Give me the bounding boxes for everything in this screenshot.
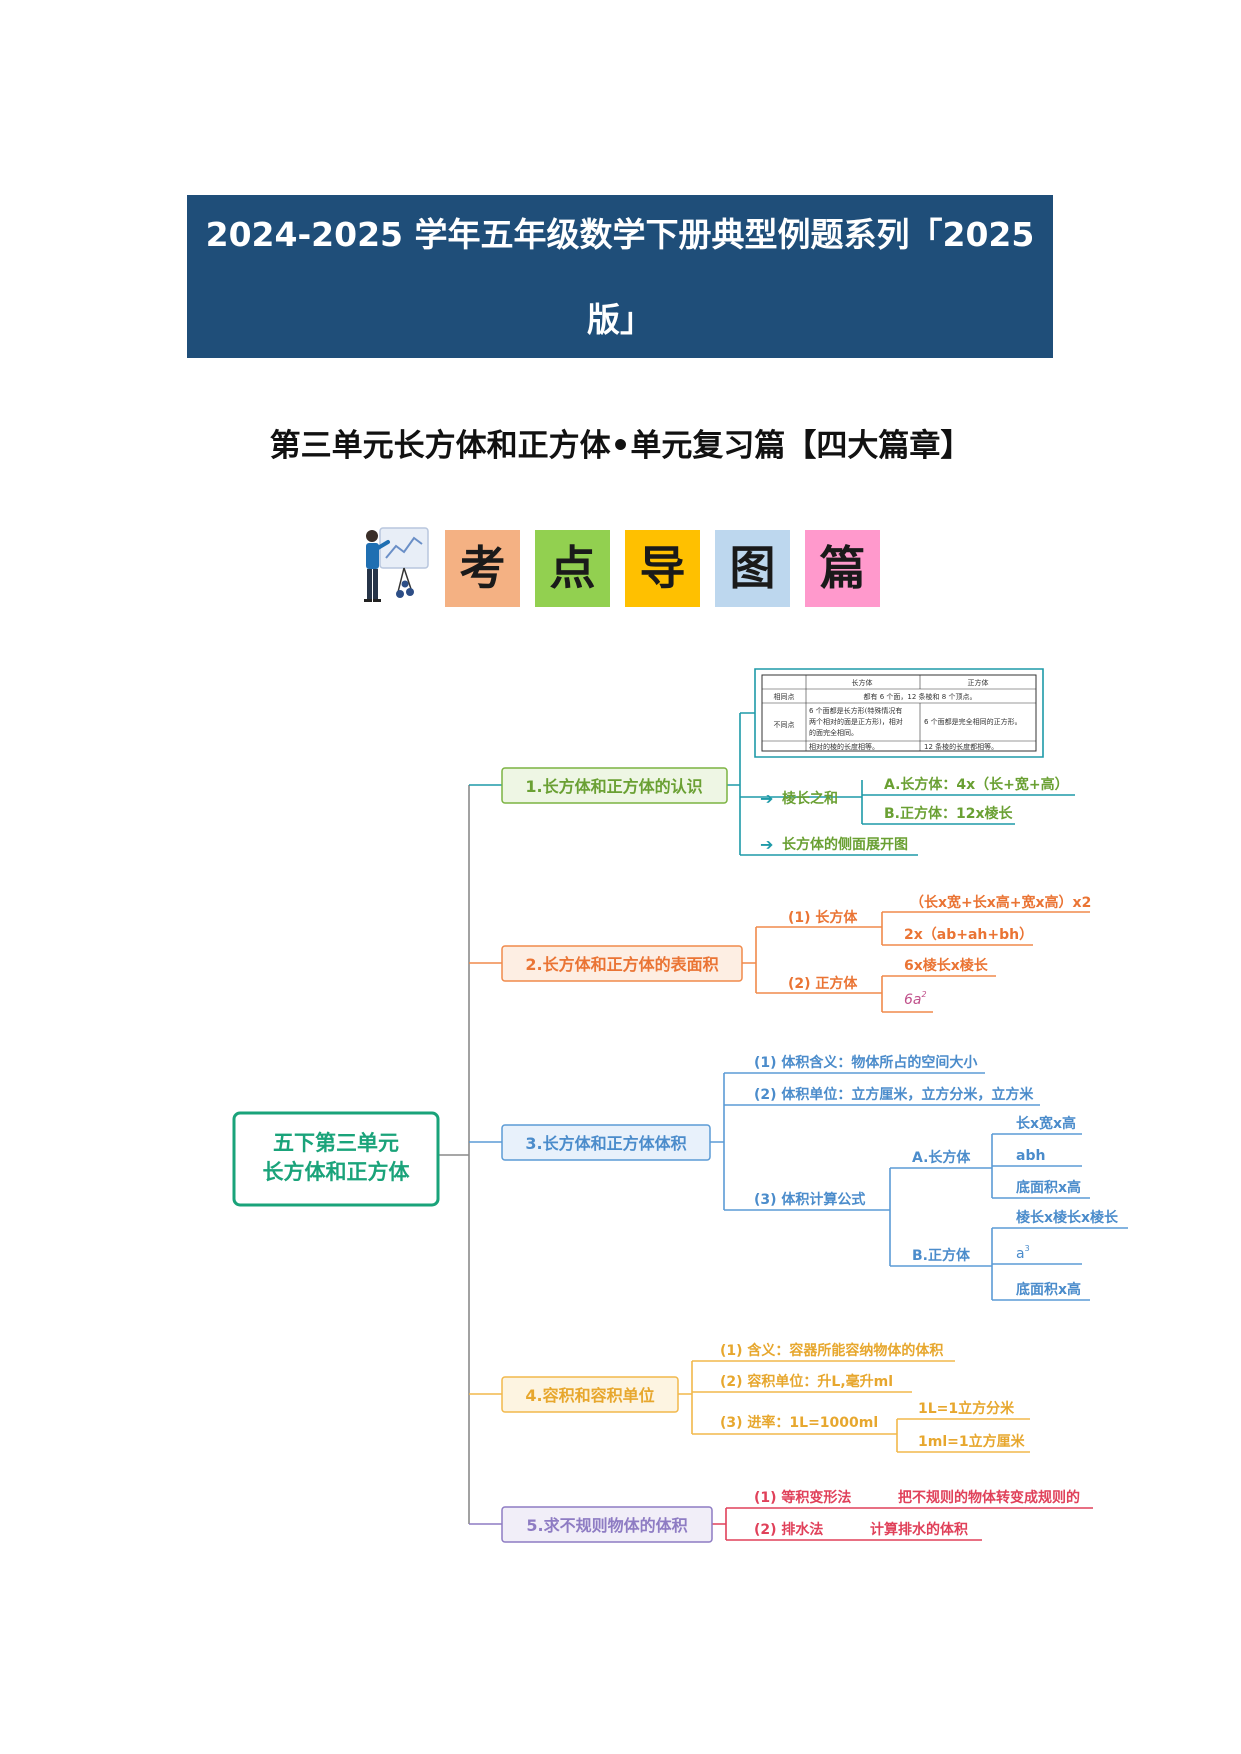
branch-2-label: 2.长方体和正方体的表面积 <box>525 955 718 974</box>
volume-units: (2) 体积单位：立方厘米，立方分米，立方米 <box>754 1086 1034 1103</box>
arrow-icon: ➔ <box>760 835 773 854</box>
page-subtitle: 第三单元长方体和正方体•单元复习篇【四大篇章】 <box>269 428 972 464</box>
branch-5-label: 5.求不规则物体的体积 <box>526 1516 687 1535</box>
table-row-diff-label: 不同点 <box>774 721 795 729</box>
capacity-rate: (3) 进率：1L=1000ml <box>720 1414 878 1431</box>
chapter-tile: 图 <box>715 530 790 607</box>
side-net-label: 长方体的侧面展开图 <box>782 836 908 853</box>
teacher-illustration-icon <box>364 527 429 602</box>
branch-3-node <box>501 1124 711 1161</box>
branch-4-node <box>501 1376 679 1413</box>
title-line-1: 2024-2025 学年五年级数学下册典型例题系列「2025 <box>205 215 1035 254</box>
displacement-method: (2) 排水法 <box>754 1521 823 1538</box>
table-row-edge-a: 相对的棱的长度相等。 <box>809 742 879 751</box>
chapter-tile: 篇 <box>805 530 880 607</box>
surface-cuboid-formula-1: （长x宽+长x高+宽x高）x2 <box>910 894 1091 911</box>
root-node <box>232 1111 440 1207</box>
table-row-diff-a3: 的面完全相同。 <box>809 728 858 737</box>
surface-cube-formula-2: 6a2 <box>904 990 927 1008</box>
surface-cube-label: (2) 正方体 <box>788 975 858 992</box>
formula-base: a <box>1016 1246 1025 1262</box>
surface-cuboid-formula-2: 2x（ab+ah+bh） <box>904 927 1033 943</box>
table-row-diff-a2: 两个相对的面是正方形)，相对 <box>809 717 903 726</box>
table-row-diff-b: 6 个面都是完全相同的正方形。 <box>924 717 1022 726</box>
edge-sum-cube: B.正方体：12x棱长 <box>884 805 1014 822</box>
volume-cuboid-label: A.长方体 <box>912 1149 971 1166</box>
formula-exponent: 3 <box>1025 1244 1030 1253</box>
root-line-1: 五下第三单元 <box>273 1131 399 1155</box>
volume-cube-label: B.正方体 <box>912 1247 971 1264</box>
volume-meaning: (1) 体积含义：物体所占的空间大小 <box>754 1054 977 1071</box>
branch-4-label: 4.容积和容积单位 <box>525 1386 654 1405</box>
capacity-rate-1: 1L=1立方分米 <box>918 1400 1015 1417</box>
volume-formula-label: (3) 体积计算公式 <box>754 1191 865 1208</box>
branch-5-node <box>501 1506 713 1543</box>
title-line-2: 版」 <box>587 300 653 339</box>
table-row-diff-a1: 6 个面都是长方形(特殊情况有 <box>809 706 902 715</box>
displacement-desc: 计算排水的体积 <box>870 1521 968 1538</box>
table-header-cube: 正方体 <box>968 678 989 687</box>
equal-volume-desc: 把不规则的物体转变成规则的 <box>898 1489 1080 1506</box>
branch-2-node <box>501 945 743 982</box>
root-line-2: 长方体和正方体 <box>263 1160 411 1184</box>
surface-cube-formula-1: 6x棱长x棱长 <box>904 957 989 974</box>
arrow-icon: ➔ <box>760 789 773 808</box>
mind-map-connectors <box>438 668 1128 1541</box>
formula-exponent: 2 <box>922 990 927 999</box>
table-header-cuboid: 长方体 <box>852 678 873 687</box>
volume-cuboid-f1: 长x宽x高 <box>1016 1115 1076 1132</box>
edge-sum-cuboid: A.长方体：4x（长+宽+高） <box>884 776 1069 793</box>
table-row-edge-b: 12 条棱的长度都相等。 <box>924 742 998 751</box>
table-row-same-label: 相同点 <box>774 692 795 701</box>
surface-cuboid-label: (1) 长方体 <box>788 909 858 926</box>
title-banner: 2024-2025 学年五年级数学下册典型例题系列「2025 版」 <box>187 195 1053 358</box>
volume-cube-f2: a3 <box>1016 1244 1030 1262</box>
capacity-units: (2) 容积单位：升L,毫升ml <box>720 1373 893 1390</box>
chapter-tile: 点 <box>535 530 610 607</box>
volume-cube-f3: 底面积x高 <box>1016 1281 1081 1298</box>
branch-1-label: 1.长方体和正方体的认识 <box>525 777 702 796</box>
volume-cube-f1: 棱长x棱长x棱长 <box>1016 1209 1119 1226</box>
table-row-same-text: 都有 6 个面，12 条棱和 8 个顶点。 <box>864 692 977 701</box>
comparison-table: 长方体 正方体 相同点 都有 6 个面，12 条棱和 8 个顶点。 不同点 6 … <box>761 674 1037 752</box>
capacity-meaning: (1) 含义：容器所能容纳物体的体积 <box>720 1342 943 1359</box>
chapter-tile: 考 <box>445 530 520 607</box>
volume-cuboid-f3: 底面积x高 <box>1016 1179 1081 1196</box>
volume-cuboid-f2: abh <box>1016 1148 1045 1164</box>
formula-base: 6a <box>904 992 922 1008</box>
branch-1-node <box>501 767 728 804</box>
branch-3-label: 3.长方体和正方体体积 <box>525 1134 686 1153</box>
equal-volume-method: (1) 等积变形法 <box>754 1489 851 1506</box>
capacity-rate-2: 1ml=1立方厘米 <box>918 1433 1026 1450</box>
edge-sum-label: 棱长之和 <box>782 790 838 807</box>
chapter-tile: 导 <box>625 530 700 607</box>
